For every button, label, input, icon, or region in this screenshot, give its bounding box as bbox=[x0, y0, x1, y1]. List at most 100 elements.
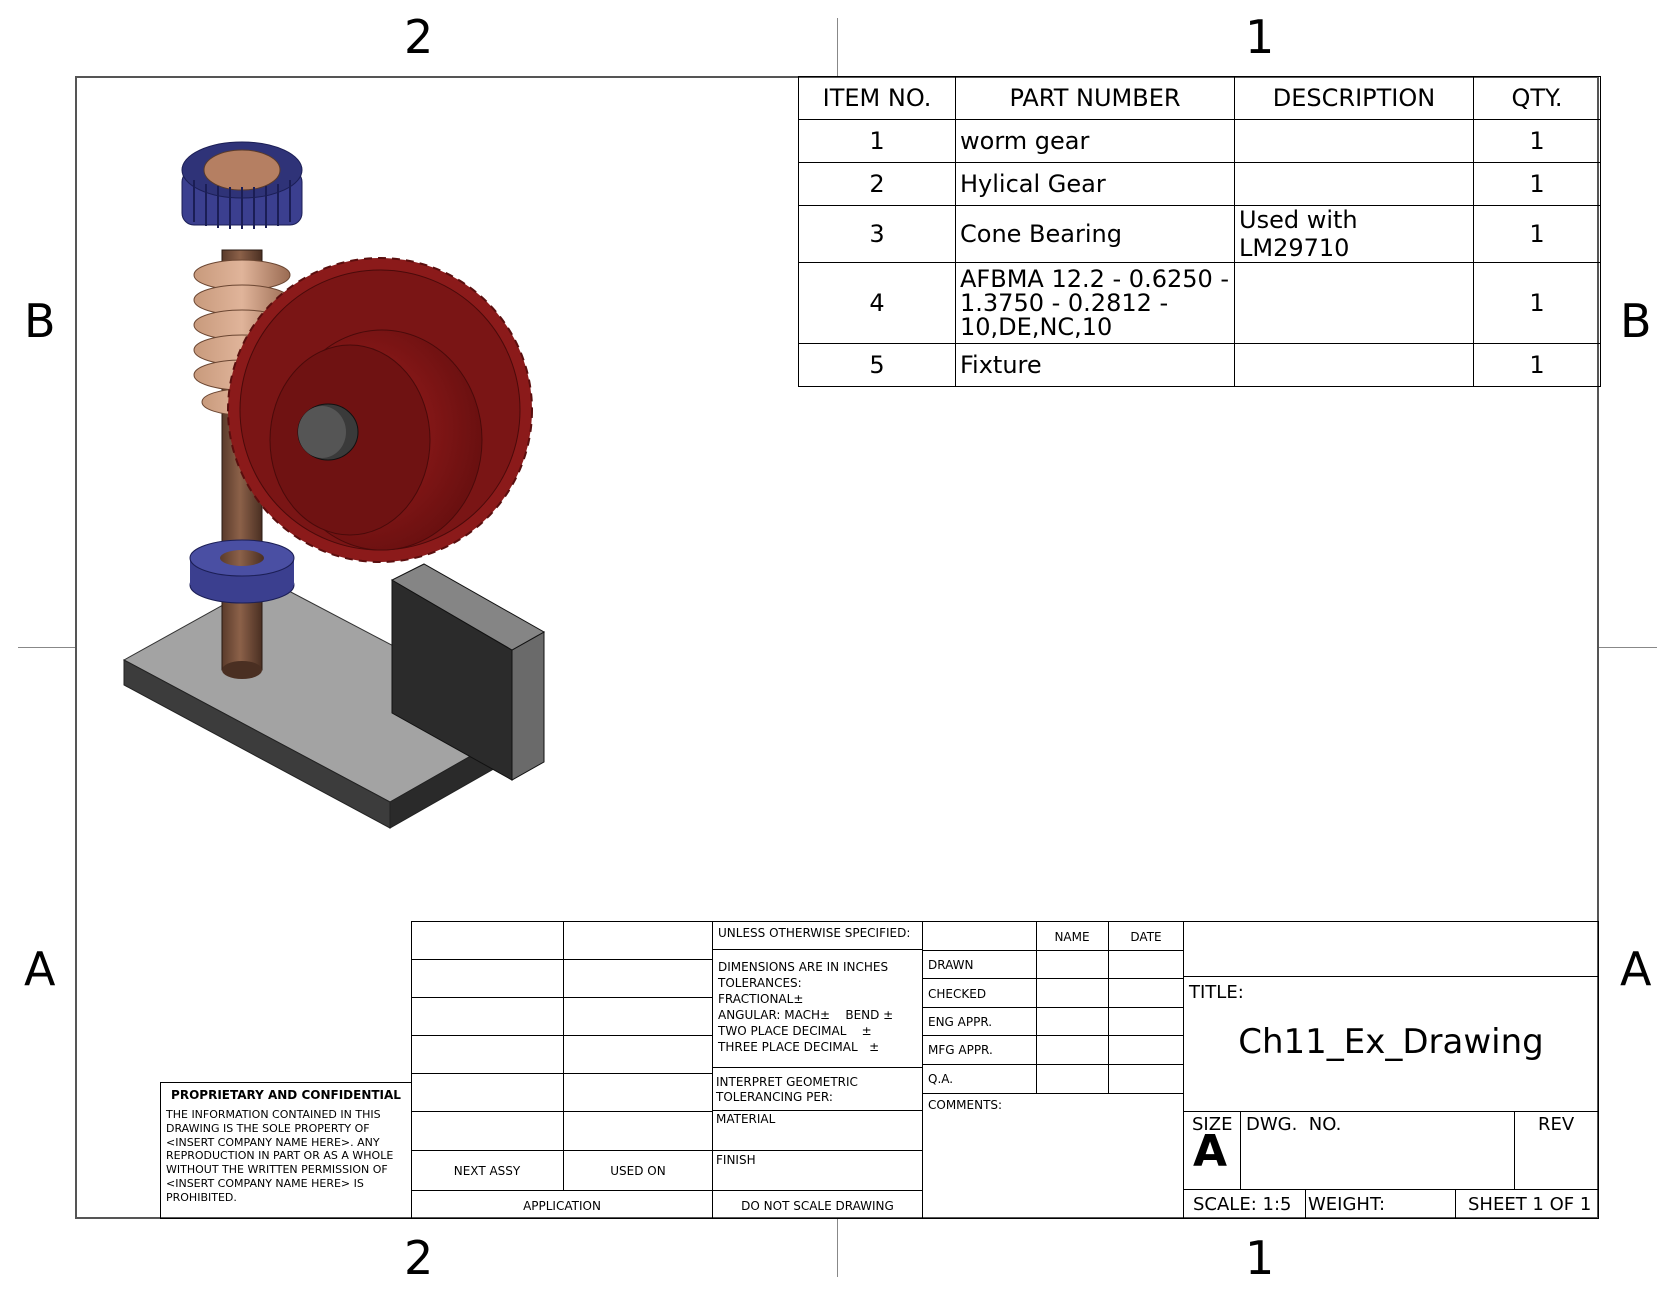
bom-description bbox=[1234, 162, 1474, 206]
helical-gear-part bbox=[227, 257, 533, 563]
zone-divider-top bbox=[837, 18, 838, 76]
bom-description: Used with LM29710 bbox=[1234, 205, 1474, 263]
bom-qty: 1 bbox=[1473, 262, 1601, 344]
title-line bbox=[1183, 1189, 1599, 1190]
table-row: 2 Hylical Gear 1 bbox=[798, 162, 1601, 206]
bom-header-description: DESCRIPTION bbox=[1234, 76, 1474, 120]
three-place-label: THREE PLACE DECIMAL ± bbox=[718, 1040, 880, 1054]
angular-label: ANGULAR: MACH± BEND ± bbox=[718, 1008, 894, 1022]
usage-grid-line bbox=[411, 1150, 713, 1151]
zone-divider-right bbox=[1599, 647, 1657, 648]
table-row: 4 AFBMA 12.2 - 0.6250 - 1.3750 - 0.2812 … bbox=[798, 262, 1601, 344]
usage-grid-line bbox=[563, 921, 564, 1190]
bom-part-number: Fixture bbox=[955, 343, 1235, 387]
approval-mfg: MFG APPR. bbox=[928, 1043, 993, 1057]
title-line bbox=[1183, 976, 1599, 977]
fixture-part bbox=[122, 563, 546, 829]
approvals-name-header: NAME bbox=[1054, 930, 1090, 944]
bom-description bbox=[1234, 119, 1474, 163]
title-line bbox=[1455, 1189, 1456, 1219]
proprietary-heading: PROPRIETARY AND CONFIDENTIAL bbox=[171, 1088, 401, 1102]
spec-line bbox=[712, 949, 923, 950]
approval-drawn: DRAWN bbox=[928, 958, 974, 972]
zone-label-top-2: 2 bbox=[404, 10, 434, 64]
fractional-label: FRACTIONAL± bbox=[718, 992, 804, 1006]
zone-label-bottom-1: 1 bbox=[1245, 1231, 1275, 1285]
bom-item-no: 4 bbox=[798, 262, 956, 344]
bom-header-qty: QTY. bbox=[1473, 76, 1601, 120]
bom-item-no: 1 bbox=[798, 119, 956, 163]
scale-value: SCALE: 1:5 bbox=[1193, 1194, 1292, 1215]
unless-specified-label: UNLESS OTHERWISE SPECIFIED: bbox=[718, 926, 911, 940]
zone-label-bottom-2: 2 bbox=[404, 1231, 434, 1285]
zone-label-left-b: B bbox=[24, 294, 56, 348]
title-line bbox=[1514, 1111, 1515, 1189]
afbma-bearing-part bbox=[189, 539, 295, 604]
bom-part-number: AFBMA 12.2 - 0.6250 - 1.3750 - 0.2812 - … bbox=[955, 262, 1235, 344]
approval-qa: Q.A. bbox=[928, 1072, 954, 1086]
usage-grid-line bbox=[411, 1190, 713, 1191]
used-on-label: USED ON bbox=[610, 1164, 666, 1178]
interpret-label: INTERPRET GEOMETRIC bbox=[716, 1075, 858, 1089]
spec-line bbox=[712, 1150, 923, 1151]
weight-label: WEIGHT: bbox=[1308, 1194, 1386, 1215]
approvals-date-header: DATE bbox=[1130, 930, 1162, 944]
usage-grid-line bbox=[411, 997, 713, 998]
usage-grid-line bbox=[411, 1073, 713, 1074]
bom-header-item-no: ITEM NO. bbox=[798, 76, 956, 120]
approval-checked: CHECKED bbox=[928, 987, 987, 1001]
approvals-line bbox=[922, 1007, 1184, 1008]
proprietary-body: THE INFORMATION CONTAINED IN THIS DRAWIN… bbox=[166, 1108, 394, 1204]
table-row: 1 worm gear 1 bbox=[798, 119, 1601, 163]
title-line bbox=[1183, 1111, 1599, 1112]
spec-line bbox=[712, 1190, 923, 1191]
zone-divider-left bbox=[18, 647, 75, 648]
approval-eng: ENG APPR. bbox=[928, 1015, 993, 1029]
approvals-line bbox=[922, 1093, 1184, 1094]
bom-description bbox=[1234, 262, 1474, 344]
bom-qty: 1 bbox=[1473, 205, 1601, 263]
bom-part-number: worm gear bbox=[955, 119, 1235, 163]
application-label: APPLICATION bbox=[523, 1199, 601, 1213]
cone-bearing-part bbox=[181, 141, 303, 229]
dwg-no-label: DWG. NO. bbox=[1246, 1114, 1342, 1135]
comments-label: COMMENTS: bbox=[928, 1098, 1003, 1112]
bom-description bbox=[1234, 343, 1474, 387]
do-not-scale-label: DO NOT SCALE DRAWING bbox=[741, 1199, 894, 1213]
assembly-isometric-view[interactable] bbox=[110, 140, 590, 860]
usage-grid-line bbox=[411, 959, 713, 960]
title-block bbox=[1183, 921, 1599, 1219]
usage-grid-line bbox=[411, 1111, 713, 1112]
approvals-line bbox=[922, 978, 1184, 979]
bom-part-number: Cone Bearing bbox=[955, 205, 1235, 263]
table-row: 5 Fixture 1 bbox=[798, 343, 1601, 387]
table-row: 3 Cone Bearing Used with LM29710 1 bbox=[798, 205, 1601, 263]
tolerances-label: TOLERANCES: bbox=[718, 976, 802, 990]
bom-header-row: ITEM NO. PART NUMBER DESCRIPTION QTY. bbox=[798, 76, 1601, 120]
material-label: MATERIAL bbox=[716, 1112, 776, 1126]
zone-label-right-b: B bbox=[1620, 294, 1652, 348]
zone-label-left-a: A bbox=[24, 942, 56, 996]
size-value: A bbox=[1193, 1126, 1228, 1177]
next-assy-label: NEXT ASSY bbox=[453, 1164, 521, 1178]
title-label: TITLE: bbox=[1189, 982, 1244, 1003]
two-place-label: TWO PLACE DECIMAL ± bbox=[718, 1024, 872, 1038]
spec-line bbox=[712, 1067, 923, 1068]
bom-item-no: 5 bbox=[798, 343, 956, 387]
zone-divider-bottom bbox=[837, 1219, 838, 1277]
zone-label-top-1: 1 bbox=[1245, 10, 1275, 64]
approvals-line bbox=[922, 1035, 1184, 1036]
bom-qty: 1 bbox=[1473, 162, 1601, 206]
finish-label: FINISH bbox=[716, 1153, 756, 1167]
dims-label: DIMENSIONS ARE IN INCHES bbox=[718, 960, 889, 974]
tolerancing-label: TOLERANCING PER: bbox=[716, 1090, 833, 1104]
spec-line bbox=[712, 1110, 923, 1111]
bill-of-materials-table: ITEM NO. PART NUMBER DESCRIPTION QTY. 1 … bbox=[798, 76, 1601, 387]
usage-grid-line bbox=[411, 1035, 713, 1036]
bom-part-number: Hylical Gear bbox=[955, 162, 1235, 206]
rev-label: REV bbox=[1538, 1114, 1575, 1135]
bom-item-no: 3 bbox=[798, 205, 956, 263]
zone-label-right-a: A bbox=[1620, 942, 1652, 996]
approvals-line bbox=[922, 950, 1184, 951]
bom-header-part-number: PART NUMBER bbox=[955, 76, 1235, 120]
